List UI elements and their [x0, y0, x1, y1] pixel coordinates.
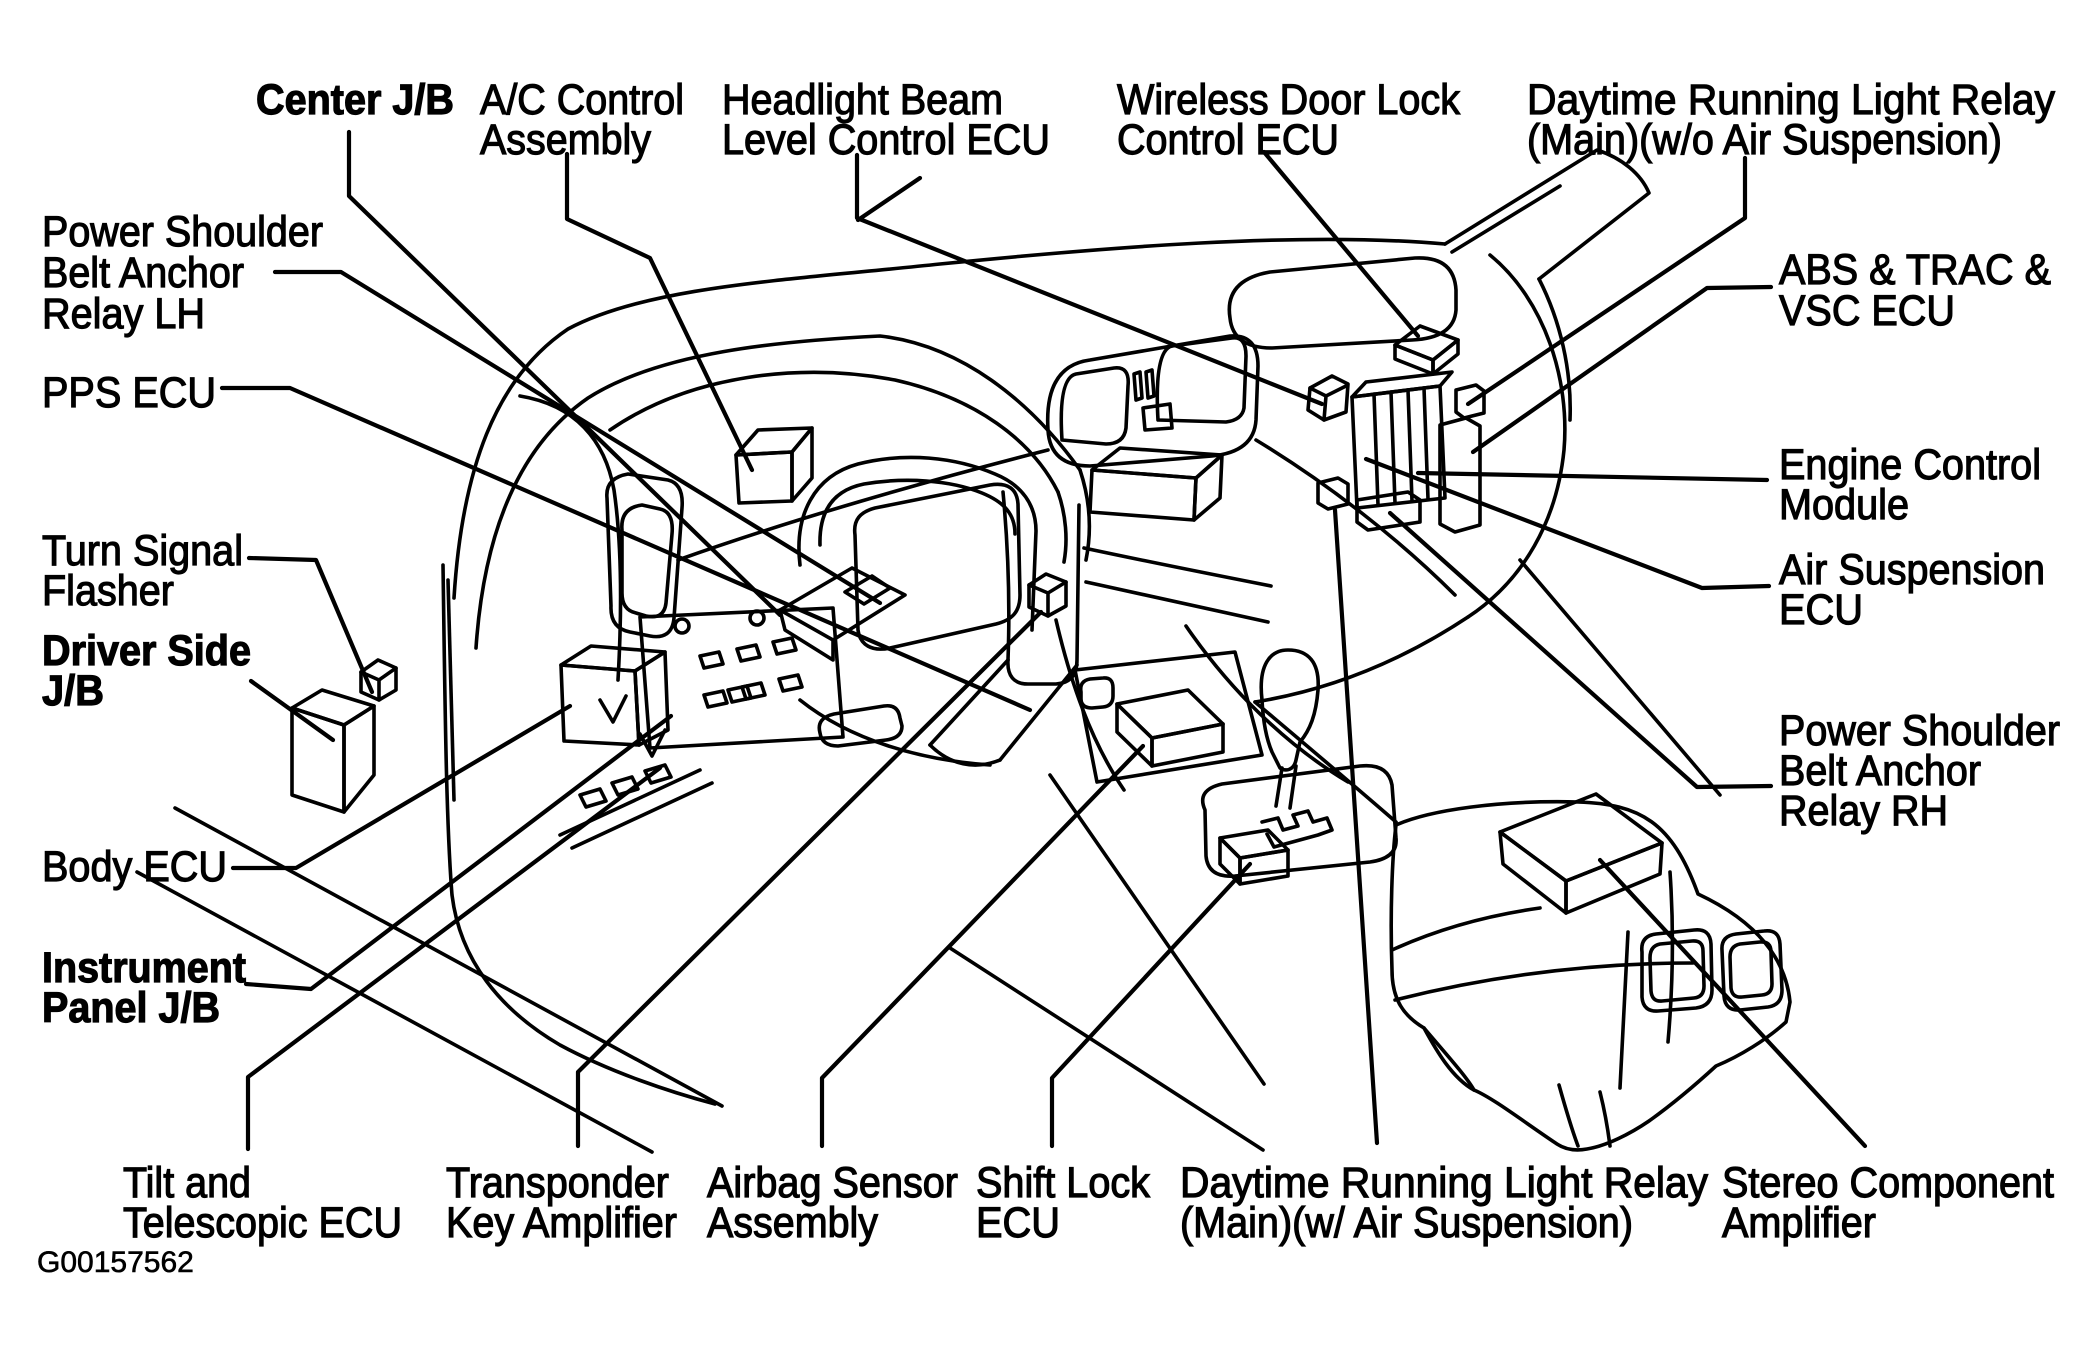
svg-text:Key Amplifier: Key Amplifier	[446, 1199, 677, 1247]
svg-text:Instrument: Instrument	[42, 944, 246, 992]
svg-text:VSC ECU: VSC ECU	[1779, 287, 1955, 335]
svg-text:ECU: ECU	[976, 1199, 1060, 1247]
svg-text:Daytime Running Light Relay: Daytime Running Light Relay	[1527, 76, 2055, 124]
svg-text:Headlight Beam: Headlight Beam	[722, 76, 1003, 124]
svg-text:Belt Anchor: Belt Anchor	[42, 249, 244, 297]
svg-text:Driver Side: Driver Side	[42, 627, 251, 675]
svg-text:Power Shoulder: Power Shoulder	[42, 208, 323, 256]
svg-text:Relay LH: Relay LH	[42, 290, 205, 338]
svg-text:Amplifier: Amplifier	[1722, 1199, 1876, 1247]
svg-text:Belt Anchor: Belt Anchor	[1779, 747, 1981, 795]
svg-text:Wireless Door Lock: Wireless Door Lock	[1117, 76, 1460, 124]
svg-text:Assembly: Assembly	[707, 1199, 878, 1247]
svg-text:Airbag Sensor: Airbag Sensor	[707, 1159, 958, 1207]
svg-text:Panel J/B: Panel J/B	[42, 984, 220, 1032]
svg-text:Shift Lock: Shift Lock	[976, 1159, 1150, 1207]
svg-text:Center J/B: Center J/B	[256, 76, 454, 124]
svg-text:ECU: ECU	[1779, 586, 1863, 634]
svg-text:ABS & TRAC &: ABS & TRAC &	[1779, 246, 2051, 294]
svg-text:Control ECU: Control ECU	[1117, 116, 1339, 164]
svg-text:Level Control ECU: Level Control ECU	[722, 116, 1050, 164]
svg-text:G00157562: G00157562	[37, 1246, 194, 1279]
svg-text:Body ECU: Body ECU	[42, 843, 227, 891]
svg-text:Telescopic ECU: Telescopic ECU	[123, 1199, 402, 1247]
svg-text:Assembly: Assembly	[480, 116, 651, 164]
svg-text:(Main)(w/ Air Suspension): (Main)(w/ Air Suspension)	[1180, 1199, 1633, 1247]
svg-text:(Main)(w/o Air Suspension): (Main)(w/o Air Suspension)	[1527, 116, 2002, 164]
svg-text:Stereo Component: Stereo Component	[1722, 1159, 2054, 1207]
svg-text:Daytime Running Light Relay: Daytime Running Light Relay	[1180, 1159, 1708, 1207]
svg-text:Flasher: Flasher	[42, 567, 174, 615]
svg-text:Tilt and: Tilt and	[123, 1159, 251, 1207]
svg-text:A/C Control: A/C Control	[480, 76, 684, 124]
svg-text:PPS ECU: PPS ECU	[42, 369, 216, 417]
svg-text:Power Shoulder: Power Shoulder	[1779, 707, 2060, 755]
svg-text:Turn Signal: Turn Signal	[42, 527, 243, 575]
svg-text:Air Suspension: Air Suspension	[1779, 546, 2045, 594]
svg-text:Module: Module	[1779, 481, 1909, 529]
svg-text:Transponder: Transponder	[446, 1159, 669, 1207]
svg-text:Relay RH: Relay RH	[1779, 787, 1948, 835]
svg-text:Engine Control: Engine Control	[1779, 441, 2041, 489]
svg-text:J/B: J/B	[42, 667, 104, 715]
